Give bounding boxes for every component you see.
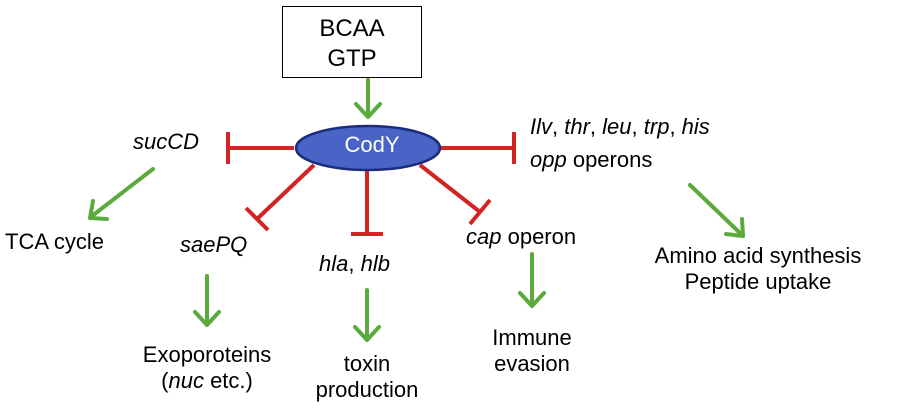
repress-cap bbox=[418, 163, 492, 226]
input-box: BCAA GTP bbox=[282, 6, 422, 78]
repress-hla-hlb bbox=[351, 168, 383, 236]
outcome-amino-acid-synthesis: Amino acid synthesis Peptide uptake bbox=[654, 243, 862, 294]
repress-saepq bbox=[244, 163, 316, 232]
activation-arrows bbox=[88, 78, 745, 342]
repress-succd bbox=[226, 132, 294, 164]
target-hla-hlb: hla, hlb bbox=[319, 251, 390, 276]
outcome-exoproteins: Exoporoteins (nuc etc.) bbox=[142, 342, 272, 393]
succd-gene: sucCD bbox=[133, 129, 200, 154]
target-amino-acid-operons: Ilv, thr, leu, trp, his bbox=[530, 114, 710, 139]
arrow-input-to-cody bbox=[354, 78, 382, 119]
arrow-hla-to-toxin bbox=[353, 288, 381, 342]
arrow-saepq-to-exoproteins bbox=[193, 274, 221, 327]
repress-operons bbox=[440, 132, 516, 164]
repression-lines bbox=[226, 132, 516, 236]
arrow-succd-to-tca bbox=[88, 167, 155, 221]
input-gtp: GTP bbox=[327, 45, 377, 72]
arrow-cap-to-immune bbox=[518, 252, 546, 308]
target-cap-operon: cap operon bbox=[466, 224, 577, 249]
target-saepq: saePQ bbox=[180, 232, 247, 258]
hla-gene: hla bbox=[319, 251, 349, 276]
target-opp-operons: opp operons bbox=[530, 147, 653, 172]
input-bcaa: BCAA bbox=[319, 15, 385, 42]
target-succd: sucCD bbox=[133, 129, 199, 155]
cap-gene: cap bbox=[466, 224, 502, 249]
hlb-gene: hlb bbox=[360, 251, 390, 276]
cody-label: CodY bbox=[344, 132, 400, 157]
outcome-immune-evasion: Immune evasion bbox=[492, 325, 572, 376]
cody-ellipse bbox=[294, 124, 442, 172]
outcome-tca-cycle: TCA cycle bbox=[5, 229, 105, 254]
arrow-operons-to-aa bbox=[688, 183, 745, 238]
saepq-gene: saePQ bbox=[180, 232, 248, 257]
outcome-toxin-production: toxin production bbox=[315, 351, 419, 402]
